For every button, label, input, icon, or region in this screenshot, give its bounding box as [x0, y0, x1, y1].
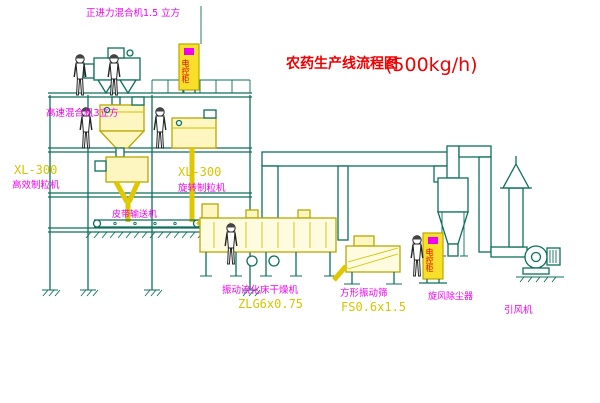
exhaust-duct [261, 151, 449, 241]
induced-draft-fan [516, 245, 564, 283]
granulator-left-label: 高效制粒机 [12, 179, 60, 191]
high-speed-mixer-label: 高速混合机3立方 [46, 107, 119, 119]
sieve-label: 方形振动筛 [340, 287, 388, 299]
cabinet-indicator [184, 48, 194, 55]
granulator-right [171, 109, 217, 222]
high-speed-mixer [98, 96, 146, 158]
vibrating-sieve [332, 235, 402, 285]
granulator-left [94, 156, 149, 222]
diagram-title: 农药生产线流程图 [285, 55, 398, 72]
fluid-bed-dryer [199, 203, 337, 277]
belt-conveyor-label: 皮带输送机 [112, 208, 157, 220]
cabinet-indicator [428, 237, 438, 244]
granulator-left-model: XL-300 [14, 163, 57, 177]
top-mixer-label: 正进力混合机1.5 立方 [86, 7, 180, 19]
exhaust-stack [458, 145, 532, 258]
dryer-label: 振动流化床干燥机 [222, 284, 299, 296]
cabinet1-label: 电控柜 [181, 58, 190, 84]
worker-figure [153, 106, 167, 149]
dryer-model: ZLG6x0.75 [238, 297, 303, 311]
sieve-model: FS0.6x1.5 [341, 300, 406, 314]
fan-label: 引风机 [504, 304, 533, 316]
granulator-right-label: 旋转制粒机 [178, 182, 226, 194]
control-cabinet-1: 电控柜 [178, 43, 200, 93]
worker-figure [410, 234, 424, 277]
cabinet2-label: 电控柜 [425, 247, 434, 273]
granulator-right-model: XL-300 [178, 165, 221, 179]
control-cabinet-2: 电控柜 [419, 232, 447, 284]
cyclone-separator [437, 145, 469, 257]
cyclone-label: 旋风除尘器 [428, 290, 473, 302]
sieve-suction-duct [337, 165, 349, 241]
diagram-capacity: (500kg/h) [385, 54, 478, 76]
